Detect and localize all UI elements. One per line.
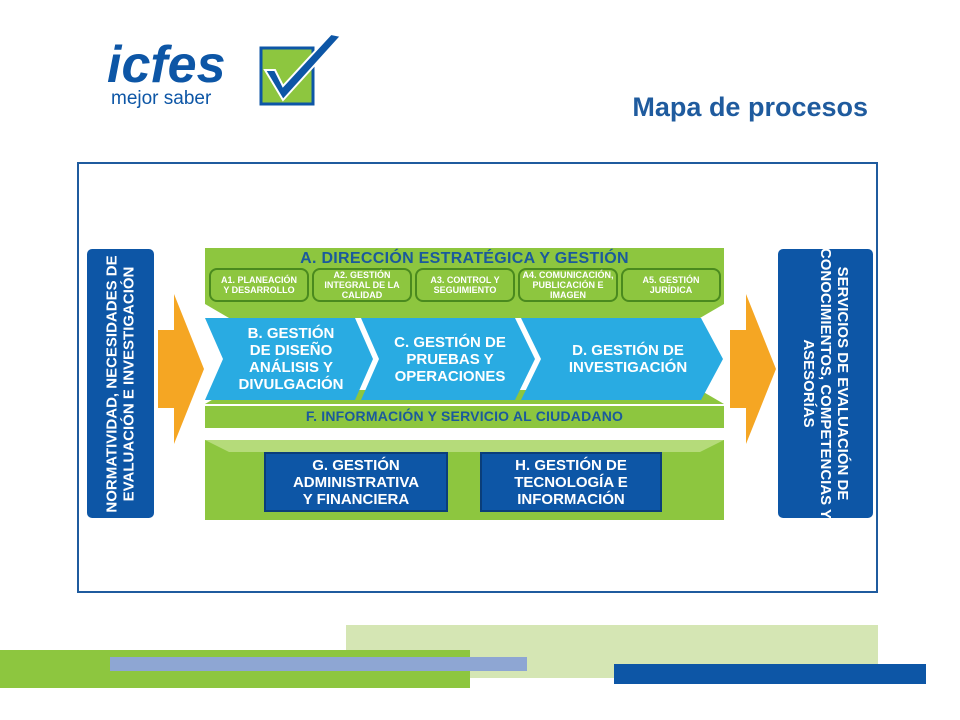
process-b-line-3: ANÁLISIS Y — [249, 359, 333, 376]
footer-periwinkle-bar — [110, 657, 527, 671]
output-line-3: ASESORÍAS — [800, 339, 817, 428]
process-h-line-2: TECNOLOGÍA E — [514, 473, 628, 491]
subprocess-a4-line-2: PUBLICACIÓN E — [532, 280, 604, 290]
process-c-line-2: PRUEBAS Y — [406, 350, 494, 368]
logo-check-icon — [263, 32, 343, 102]
citizen-service-bar: F. INFORMACIÓN Y SERVICIO AL CIUDADANO — [205, 406, 724, 428]
output-services-panel: SERVICIOS DE EVALUACIÓN DE CONOCIMIENTOS… — [778, 248, 873, 519]
input-arrow-icon — [158, 294, 204, 444]
subprocess-a2-line-1: A2. GESTIÓN — [333, 270, 391, 280]
input-line-2: EVALUACIÓN E INVESTIGACIÓN — [120, 266, 138, 501]
subprocess-a4-line-1: A4. COMUNICACIÓN, — [522, 270, 614, 280]
logo-tagline-text: mejor saber — [111, 88, 212, 109]
subprocess-a1-line-1: A1. PLANEACIÓN — [220, 275, 297, 285]
strategic-process-title: A. DIRECCIÓN ESTRATÉGICA Y GESTIÓN — [300, 250, 629, 267]
process-h-line-1: H. GESTIÓN DE — [515, 456, 627, 474]
logo-brand-text: icfes — [107, 36, 226, 94]
subprocess-a3-line-2: SEGUIMIENTO — [433, 285, 497, 295]
subprocess-a5-line-1: A5. GESTIÓN — [642, 275, 700, 285]
process-h-line-3: INFORMACIÓN — [517, 490, 625, 508]
process-d-line-1: D. GESTIÓN DE — [572, 342, 684, 359]
process-c-line-3: OPERACIONES — [394, 367, 506, 385]
process-c-line-1: C. GESTIÓN DE — [394, 333, 506, 351]
input-line-1: NORMATIVIDAD, NECESIDADES DE — [103, 254, 121, 513]
output-services-text: SERVICIOS DE EVALUACIÓN DE CONOCIMIENTOS… — [800, 248, 851, 519]
process-g-line-3: Y FINANCIERA — [302, 490, 410, 508]
subprocess-a4-line-3: IMAGEN — [549, 290, 586, 300]
process-g-line-2: ADMINISTRATIVA — [292, 473, 420, 491]
subprocess-a2-line-2: INTEGRAL DE LA — [324, 280, 400, 290]
subprocess-a5-line-2: JURÍDICA — [649, 285, 693, 295]
missional-chevrons — [205, 318, 723, 400]
input-requirements-panel: NORMATIVIDAD, NECESIDADES DE EVALUACIÓN … — [87, 249, 154, 518]
process-b-line-1: B. GESTIÓN — [247, 325, 335, 342]
output-line-1: SERVICIOS DE EVALUACIÓN DE — [834, 266, 851, 501]
page-title: Mapa de procesos — [632, 92, 868, 122]
chevron-d — [521, 318, 723, 400]
subprocess-a3-line-1: A3. CONTROL Y — [430, 275, 500, 285]
process-b-line-4: DIVULGACIÓN — [238, 376, 344, 393]
subprocess-a2-line-3: CALIDAD — [341, 290, 383, 300]
process-g-line-1: G. GESTIÓN — [312, 456, 400, 474]
output-arrow-icon — [730, 294, 776, 444]
input-requirements-text: NORMATIVIDAD, NECESIDADES DE EVALUACIÓN … — [104, 255, 138, 512]
footer-blue-bar — [614, 664, 926, 684]
subprocess-a1-line-2: Y DESARROLLO — [223, 285, 295, 295]
process-b-line-2: DE DISEÑO — [249, 342, 333, 359]
process-d-line-2: INVESTIGACIÓN — [568, 359, 688, 376]
icfes-logo: icfes mejor saber — [105, 30, 345, 110]
output-line-2: CONOCIMIENTOS, COMPETENCIAS Y — [817, 247, 834, 520]
chevron-b — [205, 318, 373, 400]
chevron-c — [361, 318, 535, 400]
